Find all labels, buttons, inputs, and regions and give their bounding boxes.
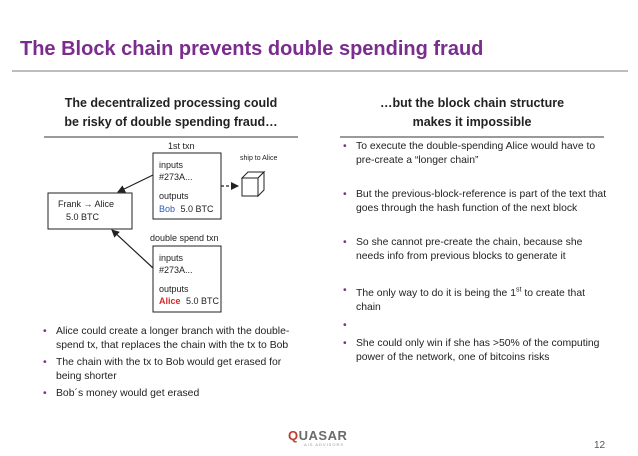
left-header-line-1: The decentralized processing could xyxy=(64,96,278,110)
left-header-line-2: be risky of double spending fraud… xyxy=(64,115,278,129)
txn2-title: double spend txn xyxy=(150,233,219,243)
page-number: 12 xyxy=(594,440,606,451)
right-header-line-2: makes it impossible xyxy=(412,115,532,129)
right-bullet-text: But the previous-block-reference is part… xyxy=(356,189,607,214)
logo-rest: UASAR xyxy=(298,428,348,443)
title-divider xyxy=(12,70,628,72)
left-bullet-list: • Alice could create a longer branch with… xyxy=(40,325,302,404)
right-bullet-item: • To execute the double-spending Alice wo… xyxy=(340,140,610,168)
right-bullet-item-empty: • xyxy=(340,319,610,333)
txn2-recipient: Alice xyxy=(159,296,181,306)
left-bullet-text: The chain with the tx to Bob would get e… xyxy=(56,357,282,382)
slide-title: The Block chain prevents double spending… xyxy=(20,38,484,60)
left-bullet-item: • Alice could create a longer branch with… xyxy=(40,325,302,353)
bullet-icon: • xyxy=(43,388,47,399)
right-bullet-text: She could only win if she has >50% of th… xyxy=(356,338,600,364)
right-panel-header: …but the block chain structure makes it … xyxy=(340,94,604,138)
left-bullet-item: • The chain with the tx to Bob would get … xyxy=(40,356,302,384)
txn2-inputs-value: #273A... xyxy=(159,265,193,275)
right-bullet-item: • So she cannot pre-create the chain, bec… xyxy=(340,236,610,264)
bullet-icon: • xyxy=(343,320,347,332)
txn1-outputs-label: outputs xyxy=(159,191,189,201)
txn1-title: 1st txn xyxy=(168,141,195,151)
quasar-logo: QUASAR xyxy=(288,428,347,443)
left-bullet-text: Bob´s money would get erased xyxy=(56,388,200,399)
txn2-output-line: Alice 5.0 BTC xyxy=(159,296,220,306)
txn2-outputs-label: outputs xyxy=(159,284,189,294)
txn1-output-line: Bob 5.0 BTC xyxy=(159,204,214,214)
right-bullet-text: The only way to do it is being the 1st t… xyxy=(356,287,585,314)
bullet-icon: • xyxy=(343,189,347,200)
txn2-block xyxy=(152,245,222,313)
right-bullet-text: To execute the double-spending Alice wou… xyxy=(356,141,596,166)
origin-block-line-2: 5.0 BTC xyxy=(66,212,100,222)
txn1-reference-arrow xyxy=(117,174,154,193)
right-bullet-item: • She could only win if she has >50% of t… xyxy=(340,337,610,365)
txn2-reference-arrow xyxy=(111,229,154,269)
left-panel-header: The decentralized processing could be ri… xyxy=(44,94,298,138)
origin-block xyxy=(47,192,133,230)
right-bullet-list: • To execute the double-spending Alice wo… xyxy=(340,140,610,365)
logo-q-letter: Q xyxy=(288,428,299,443)
logo-tagline: AIS ADVISORS xyxy=(304,442,345,447)
bullet-icon: • xyxy=(343,141,347,152)
txn1-amount: 5.0 BTC xyxy=(181,204,215,214)
right-bullet-text: So she cannot pre-create the chain, beca… xyxy=(356,237,583,262)
left-bullet-text: Alice could create a longer branch with … xyxy=(56,326,290,351)
bullet-icon: • xyxy=(43,357,47,368)
ship-label: ship to Alice xyxy=(240,155,277,162)
txn1-inputs-label: inputs xyxy=(159,160,184,170)
txn2-inputs-label: inputs xyxy=(159,253,184,263)
bullet-icon: • xyxy=(43,326,47,337)
package-icon xyxy=(240,170,266,198)
bullet-icon: • xyxy=(343,237,347,248)
bullet-icon: • xyxy=(343,285,347,296)
right-bullet-item: • But the previous-block-reference is par… xyxy=(340,188,610,216)
origin-block-line-1: Frank → Alice xyxy=(58,199,114,209)
right-bullet-item: • The only way to do it is being the 1st … xyxy=(340,284,610,315)
txn2-amount: 5.0 BTC xyxy=(186,296,220,306)
right-header-line-1: …but the block chain structure xyxy=(379,96,565,110)
bullet-icon: • xyxy=(343,338,347,350)
txn1-recipient: Bob xyxy=(159,204,175,214)
left-bullet-item: • Bob´s money would get erased xyxy=(40,387,302,401)
txn1-inputs-value: #273A... xyxy=(159,172,193,182)
